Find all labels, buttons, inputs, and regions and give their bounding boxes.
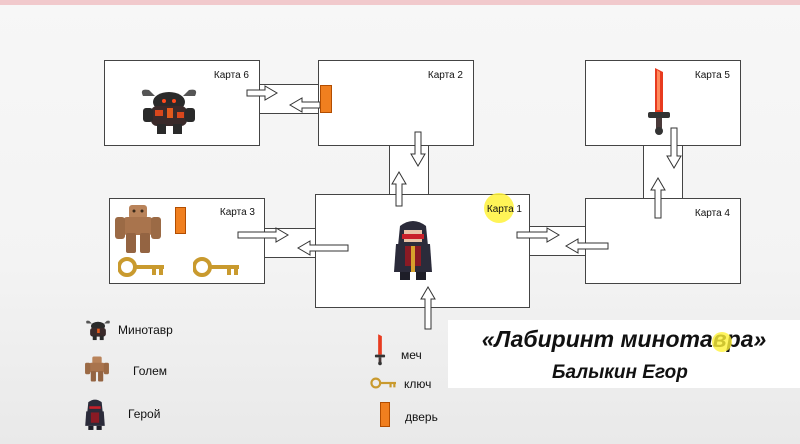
room-map4-label: Карта 4 [694,208,730,219]
minotaur-icon [141,89,197,134]
top-strip [0,0,800,5]
legend-hero-label: Герой [128,407,161,421]
legend-golem-label: Голем [133,364,168,378]
arrow-right-map3-to-map1 [237,227,289,243]
arrow-right-map1-to-map4 [516,227,560,243]
arrow-right-map6-to-map2 [246,85,278,101]
door-legend-icon [380,402,390,427]
legend-minotaur-label: Минотавр [118,323,173,337]
cursor-highlight [484,193,514,223]
arrow-down-map2-to-map1 [410,131,426,167]
legend-key-label: ключ [404,377,432,391]
arrow-up-map1-to-map2 [391,171,407,207]
key-icon [193,257,239,277]
golem-icon [115,205,161,253]
door-map3 [175,207,186,234]
room-map1-label: Карта 1 [486,204,522,215]
room-map3-label: Карта 3 [219,207,255,218]
legend-sword-label: меч [401,348,422,362]
arrow-left-map2-to-map6 [289,97,321,113]
door-map2 [320,85,332,113]
arrow-left-map4-to-map1 [565,238,609,254]
key-icon [370,377,396,389]
room-map5-label: Карта 5 [694,70,730,81]
author-name: Балыкин Егор [552,362,688,383]
sword-icon [648,68,670,135]
golem-icon [85,356,109,382]
arrow-up-map4-to-map5 [650,177,666,219]
arrow-down-map5-to-map4 [666,127,682,169]
minotaur-icon [86,320,110,341]
hero-icon [85,399,105,430]
hero-icon [394,221,432,280]
presentation-title: «Лабиринт минотавра» [481,326,767,352]
highlight-dot [712,332,732,352]
room-map2: Карта 2 [318,60,474,146]
arrow-up-entrance [420,286,436,330]
key-icon [118,257,164,277]
room-map2-label: Карта 2 [427,70,463,81]
arrow-left-map1-to-map3 [297,240,349,256]
sword-icon [374,334,386,366]
title-panel: «Лабиринт минотавра» Балыкин Егор [448,320,800,388]
legend-door-label: дверь [405,410,438,424]
room-map6-label: Карта 6 [213,70,249,81]
